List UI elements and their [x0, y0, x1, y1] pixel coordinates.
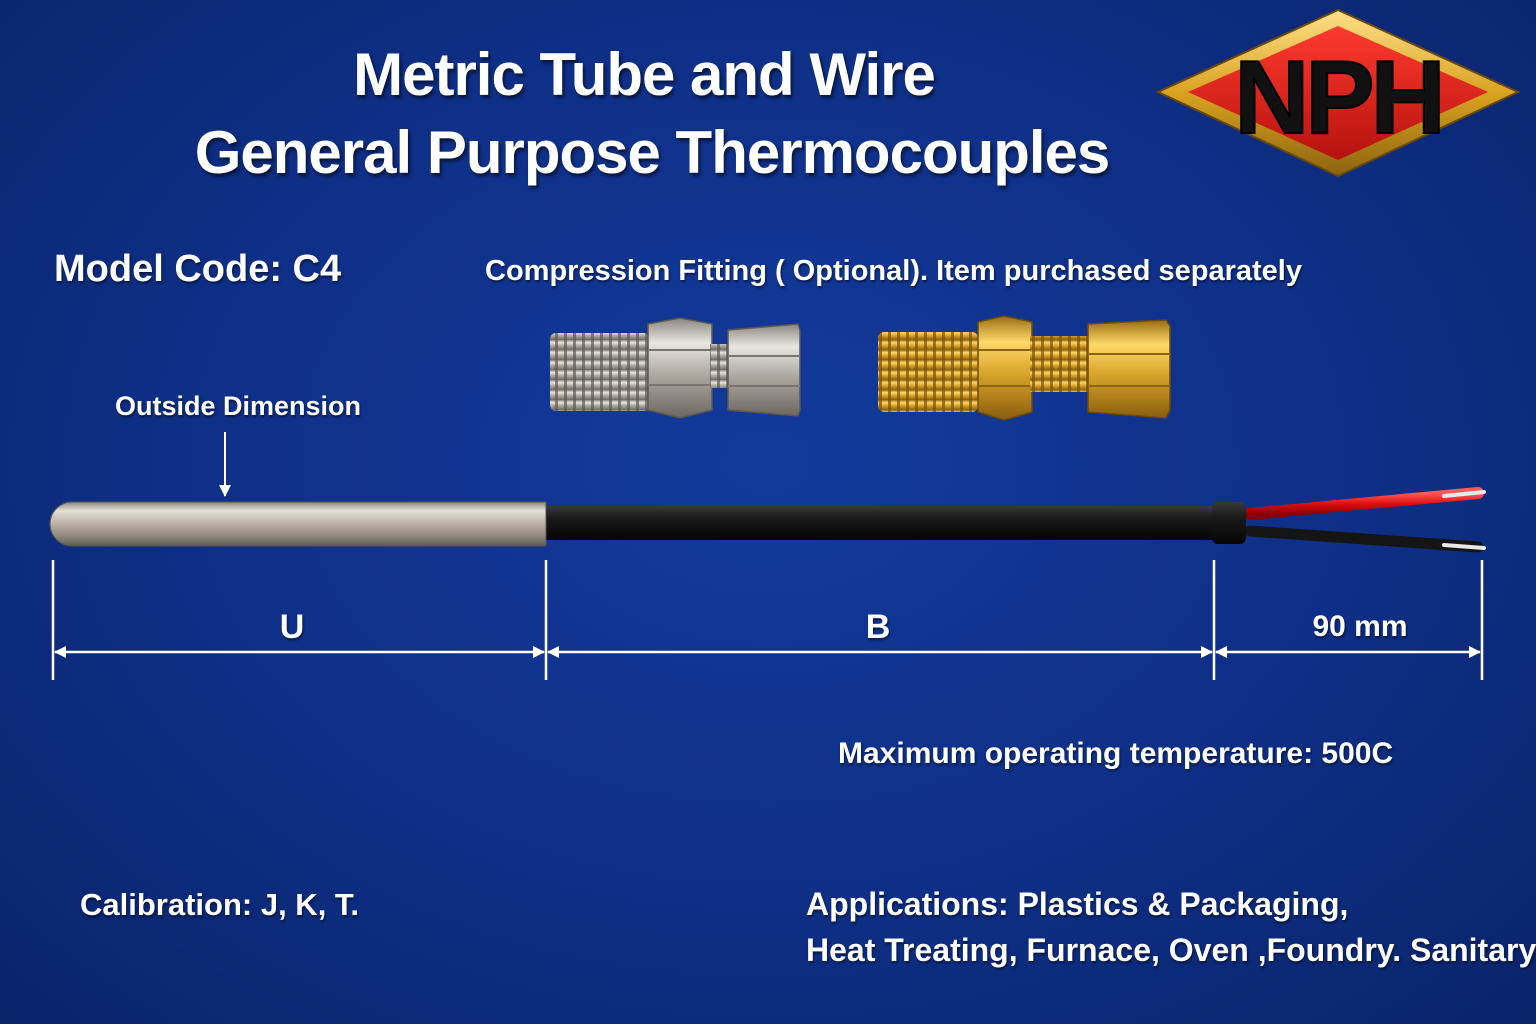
- cable-end-cap: [1212, 502, 1246, 544]
- model-code: Model Code: C4: [54, 248, 342, 290]
- dimension-tail-label: 90 mm: [1312, 610, 1408, 643]
- calibration: Calibration: J, K, T.: [80, 887, 360, 922]
- fitting-note: Compression Fitting ( Optional). Item pu…: [485, 255, 1302, 287]
- steel-compression-fitting: [550, 317, 801, 419]
- black-wire: [1244, 525, 1484, 553]
- red-wire-tip: [1442, 490, 1486, 498]
- title-line-2: General Purpose Thermocouples: [194, 119, 1111, 186]
- black-wire-tip: [1442, 543, 1486, 550]
- applications-line-1: Applications: Plastics & Packaging,: [806, 886, 1349, 922]
- title-line-1: Metric Tube and Wire: [353, 41, 936, 108]
- dimension-lines: [51, 560, 1484, 680]
- applications-line-2: Heat Treating, Furnace, Oven ,Foundry. S…: [806, 932, 1536, 968]
- max-temperature: Maximum operating temperature: 500C: [838, 737, 1394, 770]
- logo-text: NPH: [1234, 40, 1442, 156]
- red-wire: [1244, 487, 1484, 520]
- cable: [540, 506, 1220, 540]
- nph-logo: NPH: [1155, 8, 1521, 178]
- outside-dimension-label: Outside Dimension: [115, 391, 362, 421]
- thermocouple-probe: [49, 487, 1486, 553]
- brass-compression-fitting: [878, 315, 1171, 421]
- dimension-b-label: B: [865, 608, 891, 646]
- dimension-u-label: U: [279, 608, 305, 646]
- metal-sheath: [49, 501, 547, 547]
